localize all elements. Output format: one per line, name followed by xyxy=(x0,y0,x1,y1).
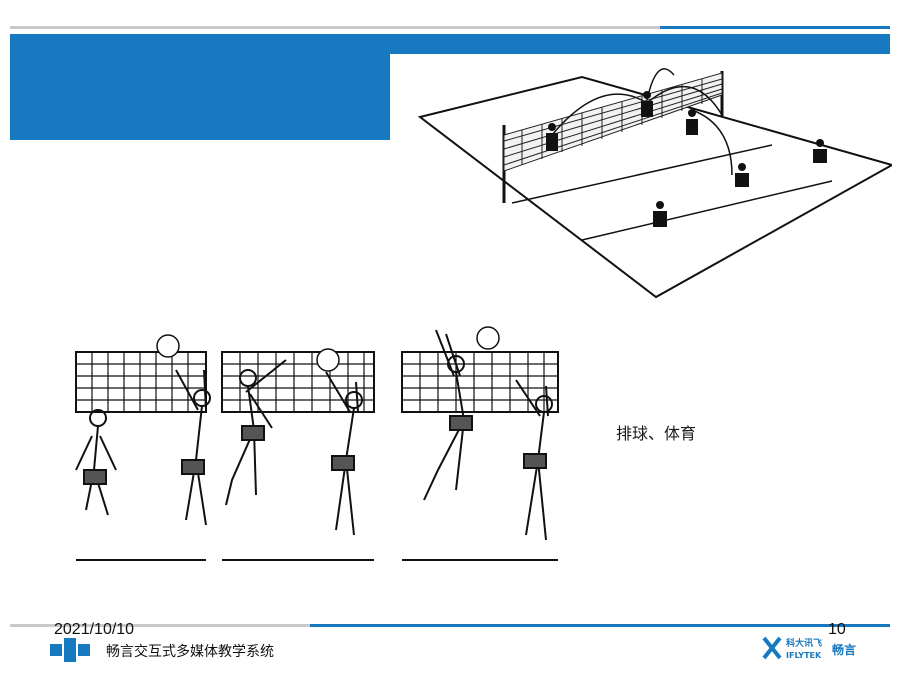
volleyball-court-illustration xyxy=(392,55,892,300)
top-rule xyxy=(10,26,890,29)
iflytek-logo-icon: 科大讯飞 IFLYTEK 畅言 xyxy=(762,636,856,660)
top-rule-accent xyxy=(660,26,890,29)
system-logo-icon xyxy=(50,638,90,662)
svg-text:IFLYTEK: IFLYTEK xyxy=(786,651,822,660)
footer-system-name: 畅言交互式多媒体教学系统 xyxy=(106,644,274,660)
footer-date: 2021/10/10 xyxy=(54,621,135,638)
footer-rule-accent xyxy=(310,624,890,627)
svg-text:科大讯飞: 科大讯飞 xyxy=(786,637,822,649)
footer-rule xyxy=(10,624,310,627)
svg-text:畅言: 畅言 xyxy=(832,642,856,657)
title-block xyxy=(10,34,390,140)
slide-caption: 排球、体育 xyxy=(616,424,697,443)
volleyball-sequence-illustration xyxy=(75,326,559,561)
page-number: 10 xyxy=(828,621,846,638)
